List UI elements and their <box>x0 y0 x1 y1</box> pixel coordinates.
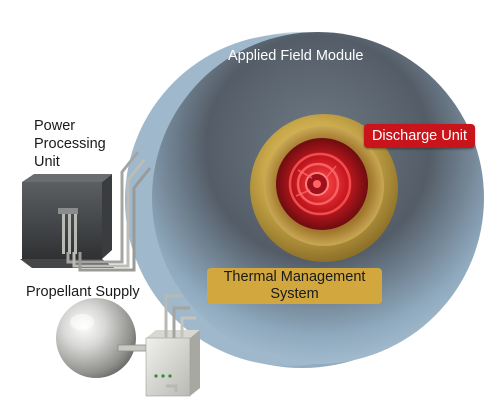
applied-field-module <box>125 32 484 368</box>
ppu-label-line3: Unit <box>34 154 60 170</box>
propellant-tank <box>56 298 136 378</box>
discharge-unit-badge: Discharge Unit <box>364 124 475 148</box>
discharge-unit-icon <box>276 138 368 230</box>
power-processing-unit-label: Power Processing Unit <box>34 117 106 171</box>
thermal-management-line1: Thermal Management <box>223 269 366 285</box>
thermal-management-badge: Thermal Management System <box>207 268 382 304</box>
propellant-supply-label: Propellant Supply <box>26 284 140 300</box>
feed-pipe <box>117 344 147 352</box>
ppu-label-line2: Processing <box>34 136 106 152</box>
propellant-lines <box>164 294 196 392</box>
power-cables <box>66 151 152 272</box>
applied-field-module-label: Applied Field Module <box>228 48 364 64</box>
thermal-management-line2: System <box>270 286 319 302</box>
ppu-label-line1: Power <box>34 118 76 134</box>
